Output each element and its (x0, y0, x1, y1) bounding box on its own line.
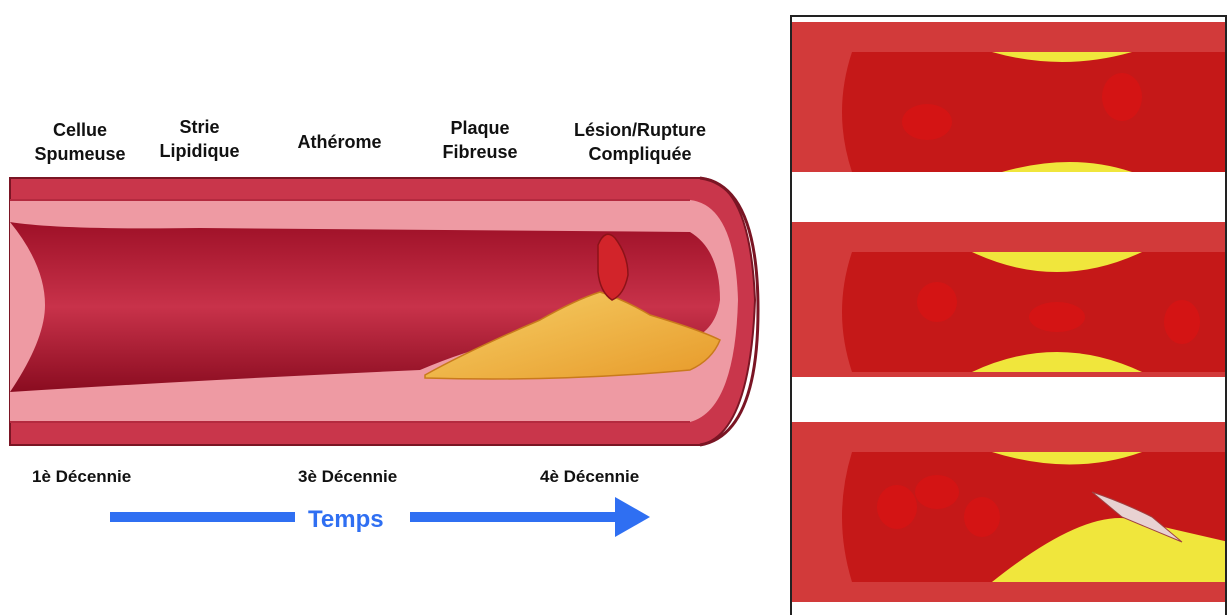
red-blood-cell (964, 497, 1000, 537)
stage-label-line: Plaque (425, 116, 535, 140)
arrow-head (615, 497, 650, 537)
stage-label-fibrous-plaque: Plaque Fibreuse (425, 116, 535, 164)
decade-label-first: 1è Décennie (32, 467, 131, 487)
time-label: Temps (308, 506, 384, 534)
stage-label-complicated-lesion: Lésion/Rupture Compliquée (560, 118, 720, 166)
vessel-stage-moderate (792, 222, 1227, 402)
red-blood-cell (1029, 302, 1085, 332)
stage-label-foam-cell: Cellue Spumeuse (20, 118, 140, 166)
stage-label-line: Athérome (282, 130, 397, 154)
vessel-lumen (842, 52, 1227, 172)
artery-cross-section-diagram (0, 160, 760, 460)
arrow-shaft-left (110, 512, 295, 522)
red-blood-cell (902, 104, 952, 140)
red-blood-cell (917, 282, 957, 322)
arrow-shaft-right (410, 512, 620, 522)
vessel-stage-mild (792, 22, 1227, 202)
red-blood-cell (1102, 73, 1142, 121)
red-blood-cell (1164, 300, 1200, 344)
decade-label-fourth: 4è Décennie (540, 467, 639, 487)
stage-label-line: Lésion/Rupture (560, 118, 720, 142)
stenosis-progression-panel (790, 15, 1227, 615)
stage-label-atheroma: Athérome (282, 130, 397, 154)
stage-label-line: Cellue (20, 118, 140, 142)
red-blood-cell (877, 485, 917, 529)
stage-label-fatty-streak: Strie Lipidique (142, 115, 257, 163)
vessel-stage-severe (792, 422, 1227, 602)
decade-label-third: 3è Décennie (298, 467, 397, 487)
stage-label-line: Strie (142, 115, 257, 139)
red-blood-cell (915, 475, 959, 509)
